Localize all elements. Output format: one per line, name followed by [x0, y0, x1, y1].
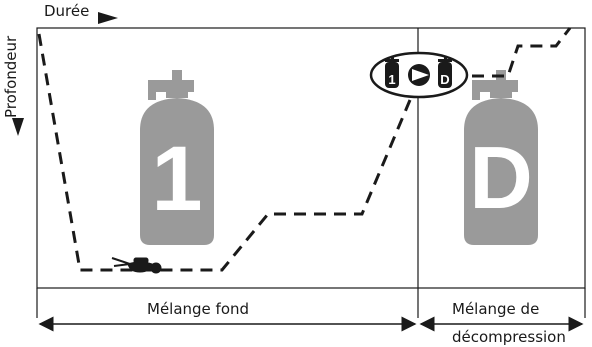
depth-arrow-icon: [12, 118, 24, 136]
badge-to-label: D: [440, 72, 449, 87]
dive-profile-line: [37, 33, 412, 272]
badge-from-label: 1: [388, 72, 395, 87]
badge-cylinder-1-icon: [385, 56, 399, 88]
duration-axis-label: Durée: [44, 2, 90, 20]
deco-phase-label-line2: décompression: [452, 328, 566, 346]
deco-gas-cylinder-icon: [464, 70, 538, 245]
bottom-gas-number: 1: [151, 128, 202, 230]
bottom-gas-cylinder-icon: [140, 70, 214, 245]
deco-phase-label-line1: Mélange de: [452, 300, 540, 318]
deco-profile-line: [472, 27, 572, 78]
chart-frame: [36, 27, 586, 289]
deco-gas-letter: D: [469, 128, 533, 227]
duration-arrow-icon: [98, 12, 118, 24]
diver-icon: [111, 257, 162, 274]
badge-cylinder-d-icon: [438, 56, 452, 88]
bottom-phase-label: Mélange fond: [147, 300, 250, 318]
gas-switch-badge: [369, 51, 469, 99]
